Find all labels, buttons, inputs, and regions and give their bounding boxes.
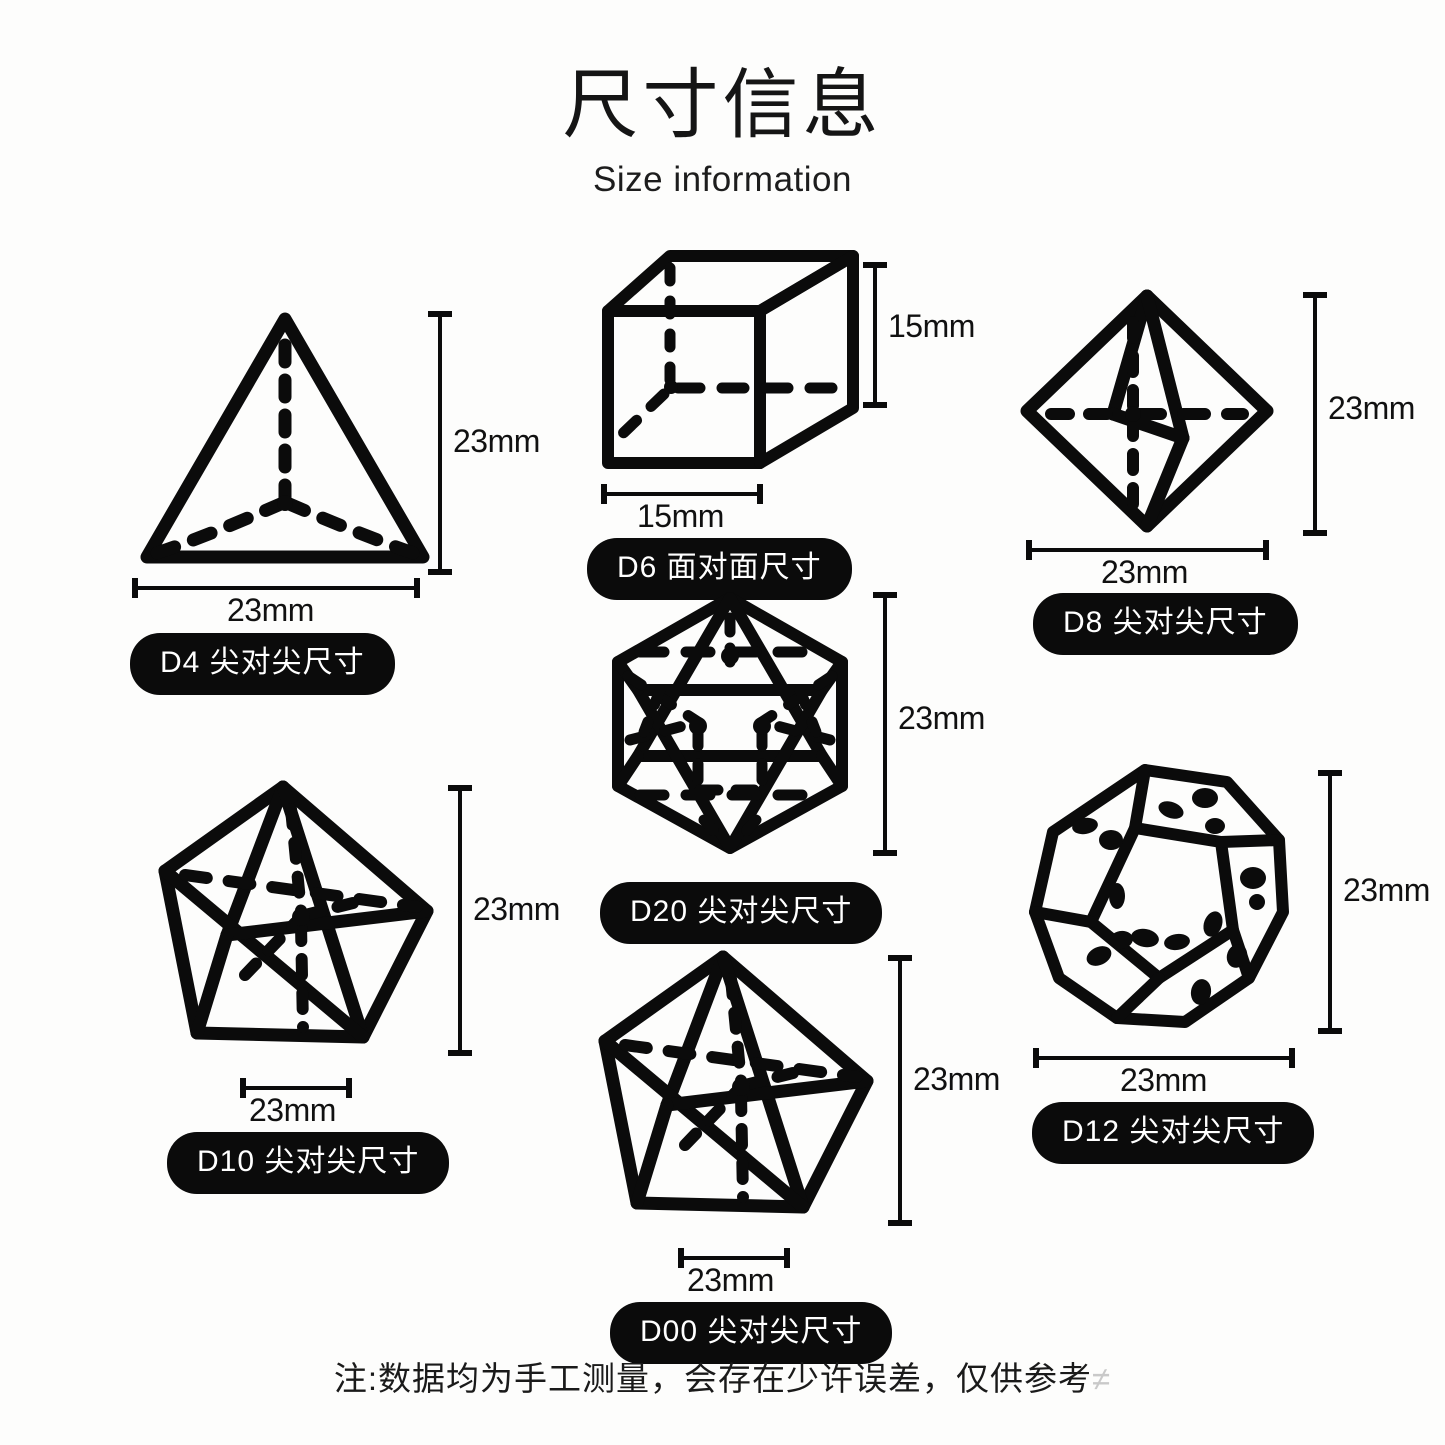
dimension-line-horizontal-d4 <box>132 578 420 598</box>
dimension-line-vertical-d8 <box>1303 292 1327 536</box>
dimension-value-d10-height: 23mm <box>473 891 560 927</box>
header: 尺寸信息 Size information <box>0 66 1445 200</box>
caption-pill-d4: D4 尖对尖尺寸 <box>130 633 395 695</box>
dimension-line-horizontal-d8 <box>1026 540 1269 560</box>
die-figure-d12: 23mm 23mm D12 尖对尖尺寸 <box>1020 760 1440 1164</box>
pentagonal-trapezohedron-icon <box>158 780 434 1044</box>
caption-pill-d00: D00 尖对尖尺寸 <box>610 1302 893 1364</box>
caption-pill-d20: D20 尖对尖尺寸 <box>600 882 883 944</box>
pentagonal-trapezohedron-icon <box>598 950 874 1214</box>
footer-note-text: 注:数据均为手工测量，会存在少许误差，仅供参考 <box>333 1360 1093 1397</box>
dimension-line-horizontal-d12 <box>1033 1048 1295 1068</box>
footer-note-faded-mark: ≠ <box>1092 1360 1112 1397</box>
dimension-line-vertical-d12 <box>1318 770 1342 1034</box>
page-title-cn: 尺寸信息 <box>562 63 883 148</box>
icosahedron-icon <box>612 592 848 854</box>
cube-icon <box>602 250 859 469</box>
dodecahedron-icon <box>1029 764 1289 1028</box>
dimension-line-horizontal-d6 <box>601 484 763 504</box>
dimension-value-d00-height: 23mm <box>913 1061 1000 1097</box>
dimension-value-d8-height: 23mm <box>1328 390 1415 426</box>
tetrahedron-icon <box>140 312 430 564</box>
page-title-en: Size information <box>593 159 852 199</box>
dimension-value-d8-width: 23mm <box>1101 554 1188 590</box>
dimension-value-d10-width: 23mm <box>249 1092 336 1128</box>
footer-note: 注:数据均为手工测量，会存在少许误差，仅供参考≠ <box>0 1352 1445 1400</box>
caption-pill-d6: D6 面对面尺寸 <box>587 538 852 600</box>
dimension-value-d12-width: 23mm <box>1120 1062 1207 1098</box>
dimension-line-vertical-d4 <box>428 311 452 575</box>
dimension-line-vertical-d6 <box>863 262 887 408</box>
caption-pill-d12: D12 尖对尖尺寸 <box>1032 1102 1315 1164</box>
dimension-line-vertical-d20 <box>873 592 897 856</box>
die-figure-d10: 23mm 23mm D10 尖对尖尺寸 <box>155 775 575 1194</box>
dimension-line-vertical-d10 <box>448 785 472 1056</box>
die-figure-d8: 23mm 23mm D8 尖对尖尺寸 <box>1015 282 1435 655</box>
die-figure-d6: 15mm 15mm D6 面对面尺寸 <box>587 248 995 600</box>
die-figure-d20: 23mm D20 尖对尖尺寸 <box>595 590 995 944</box>
dimension-value-d6-height: 15mm <box>888 308 975 344</box>
dimension-line-horizontal-d10 <box>240 1078 352 1098</box>
die-figure-d4: 23mm 23mm D4 尖对尖尺寸 <box>125 305 545 695</box>
dimension-value-d6-width: 15mm <box>637 498 724 534</box>
dimension-value-d4-height: 23mm <box>453 423 540 459</box>
dimension-value-d12-height: 23mm <box>1343 872 1430 908</box>
caption-pill-d8: D8 尖对尖尺寸 <box>1033 593 1298 655</box>
dimension-value-d00-width: 23mm <box>687 1262 774 1298</box>
die-figure-d00: 23mm 23mm D00 尖对尖尺寸 <box>595 945 1015 1364</box>
dimension-line-horizontal-d00 <box>678 1248 790 1268</box>
dimension-value-d20-height: 23mm <box>898 700 985 736</box>
dimension-value-d4-width: 23mm <box>227 592 314 628</box>
caption-pill-d10: D10 尖对尖尺寸 <box>167 1132 450 1194</box>
dimension-line-vertical-d00 <box>888 955 912 1226</box>
octahedron-icon <box>1020 289 1274 533</box>
